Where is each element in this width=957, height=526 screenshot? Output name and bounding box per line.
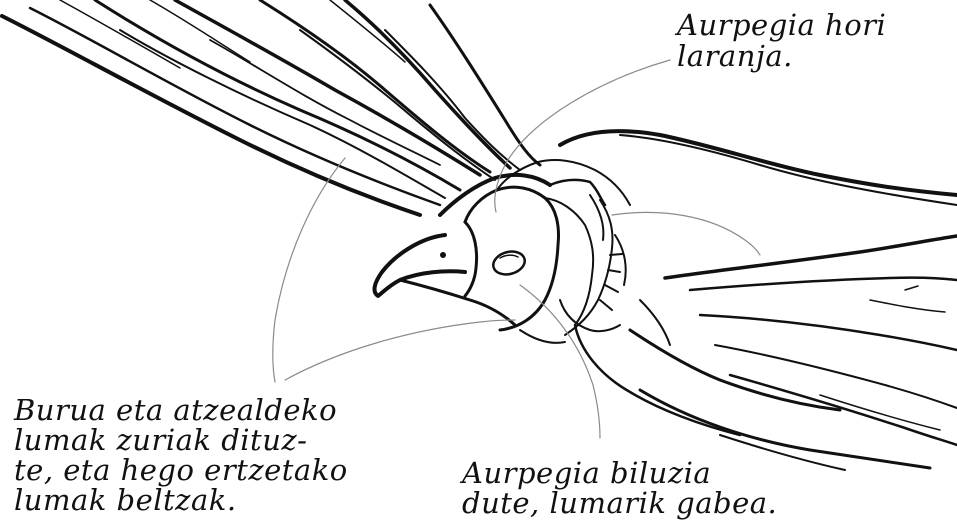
leader-line-head-white <box>285 320 515 380</box>
annotation-bare-face: Aurpegia biluzia dute, lumarik gabea. <box>462 458 777 518</box>
left-wing <box>2 0 540 215</box>
leader-line-wing <box>273 158 345 382</box>
leader-lines <box>273 60 760 438</box>
annotation-head-feathers: Burua eta atzealdeko lumak zuriak dituz-… <box>14 395 348 515</box>
annotation-face-color: Aurpegia hori laranja. <box>677 10 886 72</box>
leader-line-bare-face <box>520 285 600 438</box>
bird-beak <box>375 222 515 325</box>
leader-line-back <box>612 212 760 255</box>
